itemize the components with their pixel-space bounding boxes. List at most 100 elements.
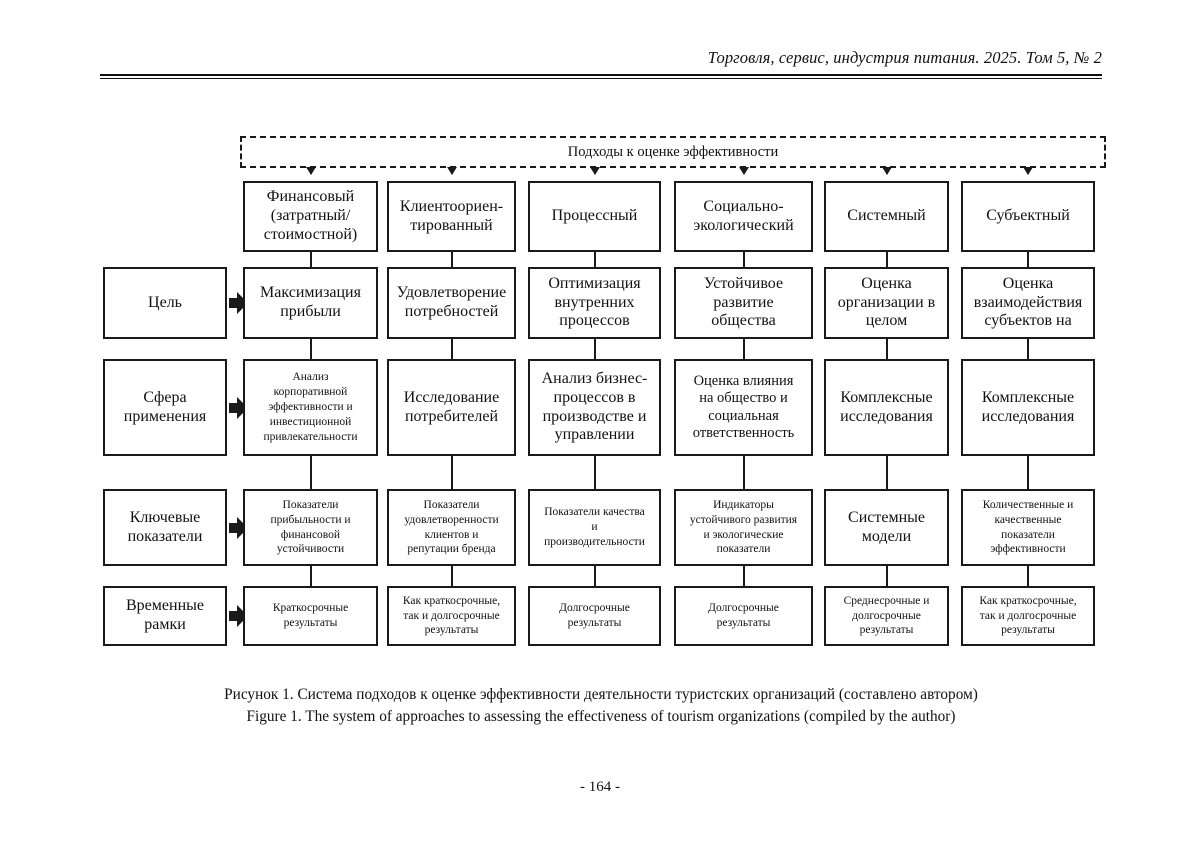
approach-header-col6: Субъектный: [961, 181, 1095, 252]
approach-header-col4-label: Социально-экологический: [693, 197, 794, 234]
block-arrow-shaft: [229, 611, 238, 621]
block-arrow-shaft: [229, 522, 238, 533]
link-indicators-timeframe-col3: [593, 566, 596, 586]
block-arrow-shaft: [229, 298, 238, 308]
approach-header-col1: Финансовый(затратный/стоимостной): [243, 181, 378, 252]
banner-arrow-col3: [589, 167, 600, 175]
approach-header-col2: Клиентоориен-тированный: [387, 181, 516, 252]
link-indicators-timeframe-col2: [450, 566, 453, 586]
link-goal-scope-col3: [593, 339, 596, 359]
link-goal-scope-col4: [742, 339, 745, 359]
approach-header-col5-label: Системный: [847, 207, 926, 225]
running-head: Торговля, сервис, индустрия питания. 202…: [707, 48, 1102, 67]
diagram-banner-label: Подходы к оценке эффективности: [567, 143, 779, 160]
link-header-goal-col6: [1027, 252, 1029, 267]
link-scope-indicators-col1: [309, 456, 312, 489]
approach-header-col4: Социально-экологический: [674, 181, 813, 252]
link-scope-indicators-col5: [885, 456, 888, 489]
banner-arrow-col2: [446, 167, 457, 175]
row-arrow-scope: [229, 396, 248, 419]
link-goal-scope-col2: [450, 339, 453, 359]
approach-header-col5: Системный: [824, 181, 949, 252]
link-header-goal-col4: [742, 252, 745, 267]
link-indicators-timeframe-col4: [742, 566, 745, 586]
link-header-goal-col3: [593, 252, 596, 267]
link-indicators-timeframe-col6: [1027, 566, 1029, 586]
block-arrow-head: [237, 516, 248, 539]
approach-header-col6-label: Субъектный: [986, 207, 1070, 225]
block-arrow-head: [237, 292, 248, 314]
row-arrow-key-indicators: [229, 516, 248, 539]
link-header-goal-col5: [885, 252, 888, 267]
link-scope-indicators-col6: [1027, 456, 1029, 489]
figure-caption: Рисунок 1. Система подходов к оценке эфф…: [100, 684, 1102, 728]
link-scope-indicators-col3: [593, 456, 596, 489]
header-rule: [100, 74, 1102, 79]
page-number: - 164 -: [580, 779, 620, 795]
link-scope-indicators-col2: [450, 456, 453, 489]
block-arrow-shaft: [229, 402, 238, 413]
diagram-banner: Подходы к оценке эффективности: [240, 136, 1106, 168]
approach-header-col3-label: Процессный: [551, 207, 638, 225]
banner-arrow-col6: [1023, 167, 1033, 175]
block-arrow-head: [237, 396, 248, 419]
row-arrow-timeframe: [229, 605, 248, 627]
link-goal-scope-col6: [1027, 339, 1029, 359]
link-header-goal-col1: [309, 252, 312, 267]
row-label-goal-label: Цель: [148, 293, 182, 311]
figure-caption-en: Figure 1. The system of approaches to as…: [246, 708, 956, 726]
banner-arrow-col1: [305, 167, 316, 175]
link-goal-scope-col1: [309, 339, 312, 359]
approach-header-col1-label: Финансовый(затратный/стоимостной): [263, 188, 358, 243]
approach-header-col2-label: Клиентоориен-тированный: [399, 197, 504, 234]
link-goal-scope-col5: [885, 339, 888, 359]
link-header-goal-col2: [450, 252, 453, 267]
approach-header-col3: Процессный: [528, 181, 661, 252]
